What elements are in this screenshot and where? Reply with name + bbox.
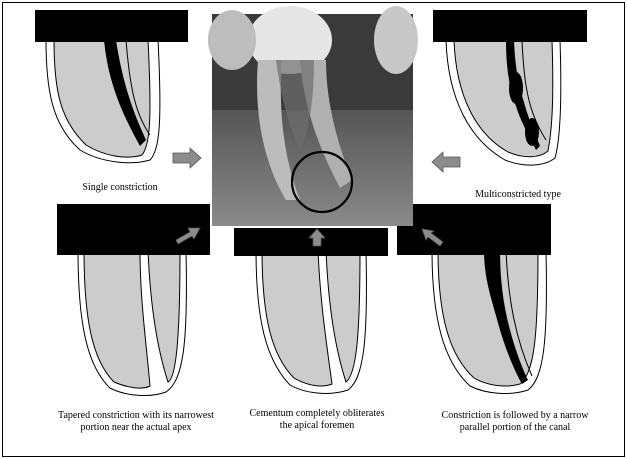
- label-box-bottom-middle: [234, 228, 388, 256]
- caption-single-constriction: Single constriction: [40, 182, 200, 194]
- arrow-left-icon: [432, 152, 460, 172]
- label-box-top-right: [433, 10, 587, 42]
- label-box-top-left: [35, 10, 188, 42]
- tooth-single-constriction: [46, 40, 160, 163]
- caption-cementum-obliterates: Cementum completely obliterates the apic…: [232, 408, 402, 432]
- tooth-cementum-obliterates: [256, 250, 366, 393]
- tooth-tapered-constriction: [78, 250, 186, 395]
- label-box-bottom-left: [57, 204, 210, 255]
- caption-multiconstricted: Multiconstricted type: [438, 189, 598, 201]
- caption-narrow-parallel-portion: Constriction is followed by a narrow par…: [410, 410, 620, 434]
- tooth-narrow-parallel-portion: [432, 250, 546, 393]
- label-box-bottom-right: [397, 204, 551, 255]
- arrow-right-icon: [173, 148, 201, 168]
- xray-radiograph: [208, 6, 418, 226]
- caption-tapered-constriction: Tapered constriction with its narrowest …: [36, 410, 236, 434]
- tooth-multiconstricted: [446, 40, 561, 165]
